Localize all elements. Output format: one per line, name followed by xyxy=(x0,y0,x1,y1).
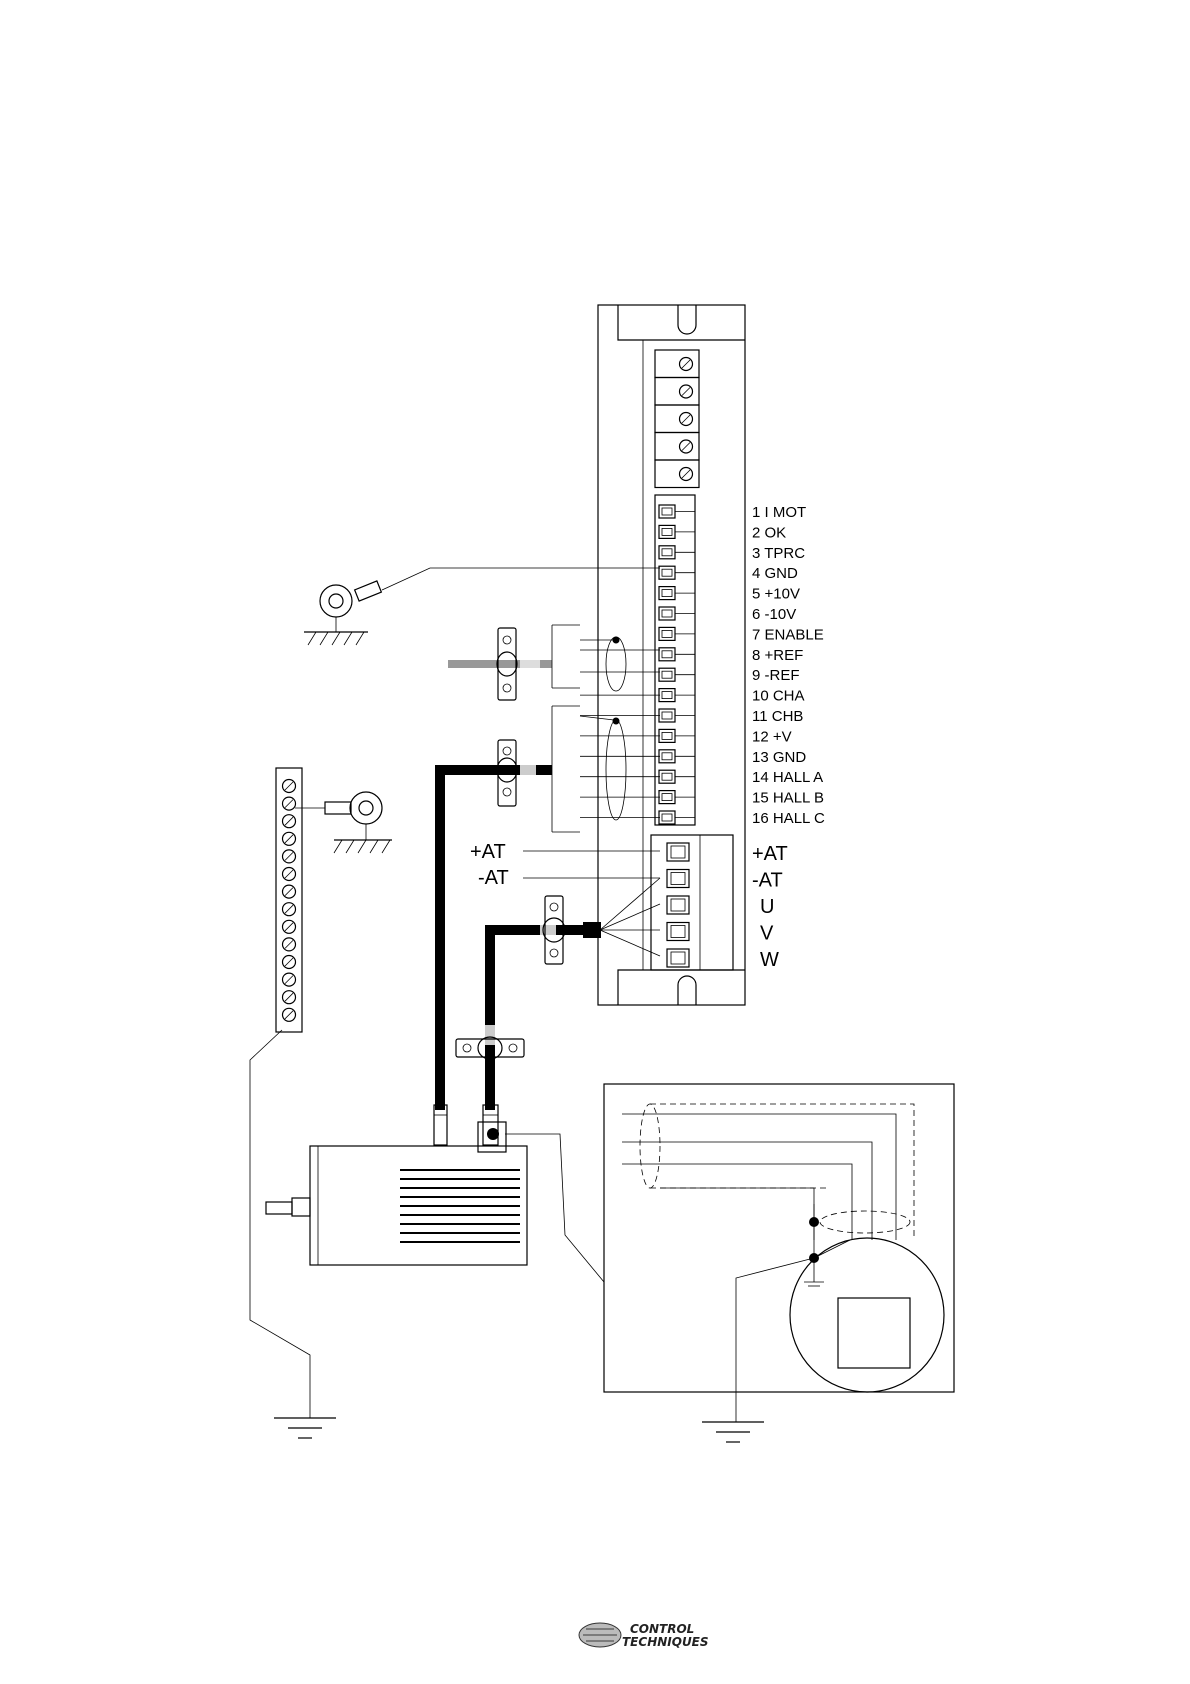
side-screw xyxy=(283,868,296,881)
side-screw xyxy=(283,780,296,793)
signal-terminal-9 xyxy=(659,668,695,681)
power-label-2: U xyxy=(760,896,774,918)
signal-label-12: 12 +V xyxy=(752,728,792,745)
control-techniques-logo: CONTROL TECHNIQUES xyxy=(579,1622,709,1649)
side-screw xyxy=(283,920,296,933)
signal-terminal-4 xyxy=(659,566,695,579)
power-terminal-1 xyxy=(667,870,689,888)
signal-label-15: 15 HALL B xyxy=(752,790,824,807)
signal-label-10: 10 CHA xyxy=(752,688,805,705)
logo-line1: CONTROL xyxy=(630,1622,694,1636)
power-terminal-2 xyxy=(667,896,689,914)
power-terminal-3 xyxy=(667,923,689,941)
side-screw xyxy=(283,956,296,969)
signal-terminal-3 xyxy=(659,546,695,559)
ext-plus-at-label: +AT xyxy=(470,841,506,863)
side-screw xyxy=(283,903,296,916)
side-screw xyxy=(283,885,296,898)
signal-terminal-11 xyxy=(659,709,695,722)
signal-label-1: 1 I MOT xyxy=(752,504,806,521)
drive-module xyxy=(598,305,745,1005)
signal-terminal-labels: 1 I MOT 2 OK 3 TPRC 4 GND 5 +10V 6 -10V 7 ENAB… xyxy=(752,504,825,827)
signal-terminal-10 xyxy=(659,689,695,702)
top-screw-terminal xyxy=(655,378,699,406)
signal-terminal-2 xyxy=(659,525,695,538)
side-screw xyxy=(283,1008,296,1021)
side-screw xyxy=(283,850,296,863)
signal-label-14: 14 HALL A xyxy=(752,769,823,786)
signal-terminal-1 xyxy=(659,505,695,518)
signal-label-9: 9 -REF xyxy=(752,667,800,684)
power-label-1: -AT xyxy=(752,870,783,892)
power-label-0: +AT xyxy=(752,843,788,865)
ext-minus-at-label: -AT xyxy=(478,867,509,889)
side-screw xyxy=(283,973,296,986)
signal-terminal-8 xyxy=(659,648,695,661)
power-terminal-strip xyxy=(651,835,733,970)
signal-label-8: 8 +REF xyxy=(752,647,803,664)
top-screw-terminal xyxy=(655,433,699,461)
logo-line2: TECHNIQUES xyxy=(622,1635,709,1649)
signal-terminal-6 xyxy=(659,607,695,620)
top-screw-terminal-block xyxy=(655,350,699,488)
motor-power-cable xyxy=(456,878,660,1110)
top-screw-terminal xyxy=(655,460,699,488)
side-screw xyxy=(283,991,296,1004)
side-screw xyxy=(283,832,296,845)
power-label-4: W xyxy=(760,949,779,971)
side-screw xyxy=(283,797,296,810)
detail-inset xyxy=(604,1084,954,1442)
signal-label-3: 3 TPRC xyxy=(752,545,805,562)
signal-label-5: 5 +10V xyxy=(752,586,800,603)
reference-cable xyxy=(448,625,660,700)
side-screw xyxy=(283,815,296,828)
signal-terminal-7 xyxy=(659,627,695,640)
top-screw-terminal xyxy=(655,350,699,378)
signal-label-2: 2 OK xyxy=(752,524,786,541)
signal-label-16: 16 HALL C xyxy=(752,810,825,827)
signal-terminal-14 xyxy=(659,770,695,783)
signal-label-13: 13 GND xyxy=(752,749,806,766)
signal-label-7: 7 ENABLE xyxy=(752,626,824,643)
signal-terminal-16 xyxy=(659,811,695,824)
signal-terminal-13 xyxy=(659,750,695,763)
side-terminal-strip xyxy=(250,768,392,1438)
external-supply: +AT -AT xyxy=(470,841,660,889)
power-label-3: V xyxy=(760,923,774,945)
signal-terminal-strip xyxy=(655,495,695,825)
signal-terminal-15 xyxy=(659,791,695,804)
power-terminal-0 xyxy=(667,843,689,861)
signal-label-6: 6 -10V xyxy=(752,606,796,623)
signal-terminal-12 xyxy=(659,729,695,742)
signal-label-4: 4 GND xyxy=(752,565,798,582)
pin4-ground-lug xyxy=(304,568,660,645)
side-screw xyxy=(283,938,296,951)
power-terminal-labels: +AT -AT UVW xyxy=(752,843,788,971)
signal-label-11: 11 CHB xyxy=(752,708,803,725)
power-terminal-4 xyxy=(667,949,689,967)
motor xyxy=(266,1105,604,1282)
encoder-cable xyxy=(440,695,660,1110)
signal-terminal-5 xyxy=(659,587,695,600)
top-screw-terminal xyxy=(655,405,699,433)
